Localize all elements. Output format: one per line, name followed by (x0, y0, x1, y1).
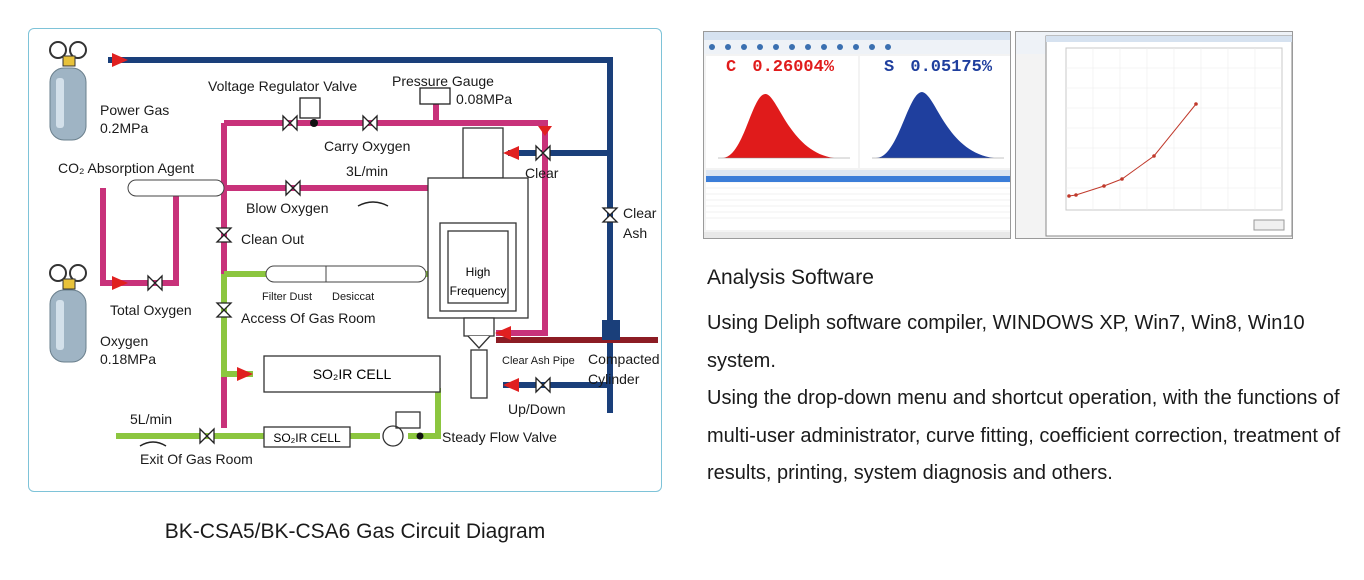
gas-circuit-diagram-frame (28, 28, 662, 492)
oxygen-cylinder (49, 264, 87, 363)
so2-ir-cell-small-box (263, 426, 351, 448)
clear-ash-label-1: Clear (623, 205, 657, 221)
steady-flow-valve-dot (416, 432, 424, 440)
power-gas-label: Power Gas (100, 102, 169, 118)
software-screenshot-analysis: C 0.26004% S 0.05175% (703, 31, 1011, 239)
co2-absorption-agent-label: CO₂ Absorption Agent (58, 160, 194, 176)
analysis-software-description: Using Deliph software compiler, WINDOWS … (707, 305, 1357, 493)
analysis-window (704, 32, 1010, 238)
software-screenshot-curve (1015, 31, 1293, 239)
pressure-gauge-box (419, 87, 451, 105)
gas-circuit-diagram: High Frequency SO₂IR CELL SO₂IR CELL Pow… (49, 41, 660, 467)
clear-ash-pipe (496, 337, 658, 343)
voltage-regulator-valve-label: Voltage Regulator Valve (208, 78, 357, 94)
clear-label: Clear (525, 165, 559, 181)
access-gas-room-label: Access Of Gas Room (241, 310, 376, 326)
pressure-gauge-value-label: 0.08MPa (456, 91, 512, 107)
sulfur-symbol: S (884, 58, 895, 77)
analysis-software-title: Analysis Software (707, 266, 874, 289)
software-paragraph-2: Using the drop-down menu and shortcut op… (707, 387, 1341, 485)
voltage-regulator-dot (310, 119, 318, 127)
blow-oxygen-label: Blow Oxygen (246, 200, 328, 216)
co2-absorption-tube (127, 179, 225, 197)
compacted-label: Compacted (588, 351, 660, 367)
so2-ir-cell-small-label: SO₂IR CELL (273, 431, 341, 445)
total-oxygen-label: Total Oxygen (110, 302, 192, 318)
curve-window (1016, 32, 1292, 237)
clean-out-label: Clean Out (241, 231, 304, 247)
cylinder-label: Cylinder (588, 371, 640, 387)
furnace (427, 127, 529, 399)
flow-3l-label: 3L/min (346, 163, 388, 179)
power-gas-pressure-label: 0.2MPa (100, 120, 148, 136)
filter-tube (265, 265, 427, 283)
flow-meter-5l-mark (139, 441, 167, 447)
flow-5l-label: 5L/min (130, 411, 172, 427)
high-frequency-label-1: High (466, 265, 491, 279)
steady-flow-valve-circle (382, 425, 404, 447)
oxygen-pressure-label: 0.18MPa (100, 351, 156, 367)
high-frequency-label-2: Frequency (450, 284, 507, 298)
desiccat-label: Desiccat (332, 291, 374, 303)
clear-ash-label-2: Ash (623, 225, 647, 241)
software-paragraph-1: Using Deliph software compiler, WINDOWS … (707, 312, 1305, 372)
compacted-cylinder-block (602, 320, 620, 340)
exit-gas-room-label: Exit Of Gas Room (140, 451, 253, 467)
flow-meter-3l-mark (357, 201, 389, 207)
sulfur-value: 0.05175% (910, 58, 993, 77)
valve-symbols (147, 114, 619, 445)
carry-oxygen-label: Carry Oxygen (324, 138, 410, 154)
up-down-label: Up/Down (508, 401, 566, 417)
steady-flow-valve-bracket (395, 411, 421, 429)
so2-ir-cell-large-box (263, 355, 441, 393)
clear-ash-pipe-label: Clear Ash Pipe (502, 355, 575, 367)
pressure-gauge-label: Pressure Gauge (392, 73, 494, 89)
carbon-value: 0.26004% (752, 58, 835, 77)
oxygen-label: Oxygen (100, 333, 148, 349)
diagram-caption: BK-CSA5/BK-CSA6 Gas Circuit Diagram (164, 520, 546, 543)
filter-dust-label: Filter Dust (262, 291, 312, 303)
so2-ir-cell-large-label: SO₂IR CELL (313, 366, 392, 382)
voltage-regulator-bracket (299, 97, 321, 119)
power-gas-cylinder (49, 41, 87, 141)
carbon-symbol: C (726, 58, 737, 77)
steady-flow-valve-label: Steady Flow Valve (442, 429, 557, 445)
